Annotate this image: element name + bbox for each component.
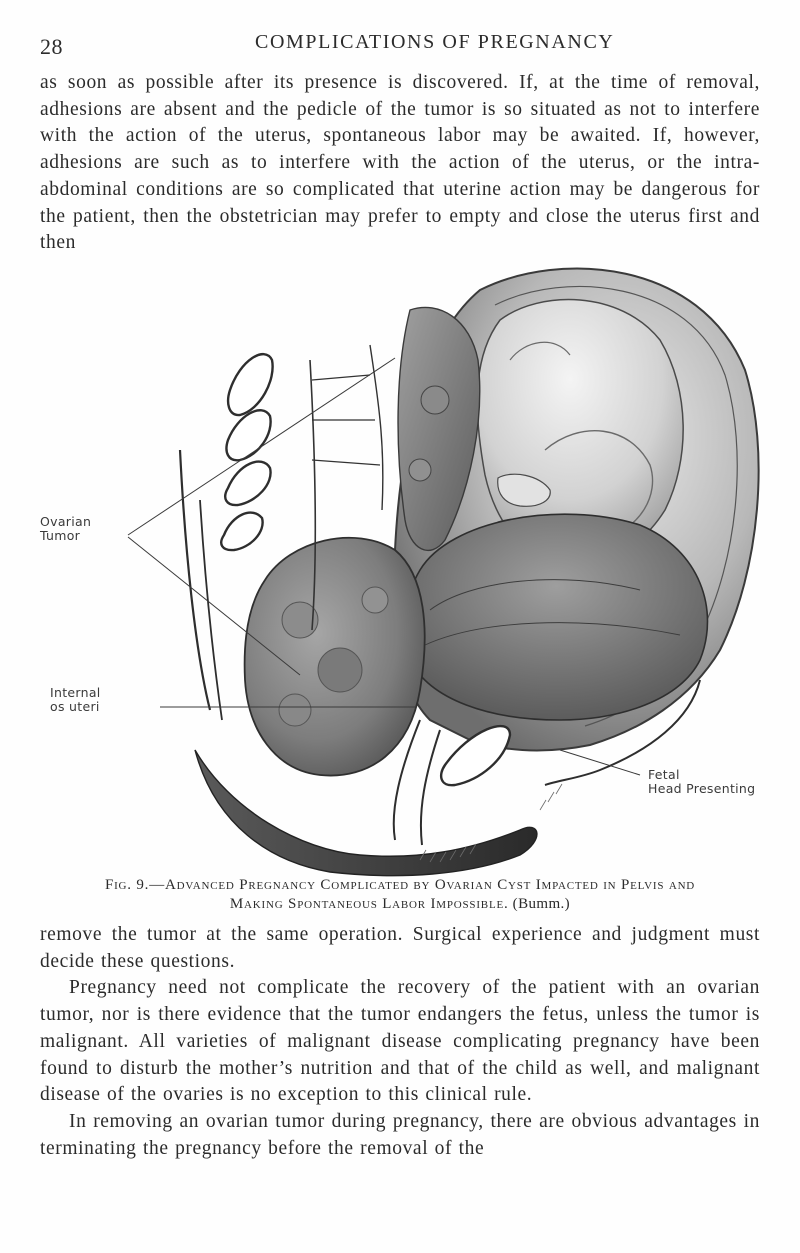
paragraph-removal: In removing an ovarian tumor during preg… [40,1110,760,1159]
running-head: COMPLICATIONS OF PREGNANCY [255,31,615,53]
label-ovarian-line1: Ovarian [40,514,92,529]
label-ovarian-line2: Tumor [40,528,81,543]
caption-line-1: Fig. 9.—Advanced Pregnancy Complicated b… [40,876,760,895]
label-internal-line2: os uteri [50,699,100,714]
page-number: 28 [40,34,63,59]
fetal-head [404,513,709,721]
label-internal-line1: Internal [50,685,101,700]
label-fetal-line1: Fetal [648,767,680,782]
upper-tumor-mass [397,306,481,552]
paragraph-top: as soon as possible after its presence i… [40,72,760,254]
fetal-hand [497,473,551,507]
bottom-text: remove the tumor at the same operation. … [40,922,760,1162]
label-ovarian-tumor: Ovarian Tumor [40,515,91,543]
label-fetal-line2: Head Presenting [648,781,756,796]
caption-source: (Bumm.) [508,896,571,912]
figure-illustration: Ovarian Tumor Internal os uteri Fetal He… [0,250,800,890]
caption-title-1: —Advanced Pregnancy Complicated by Ovari… [149,877,696,893]
paragraph-recovery: Pregnancy need not complicate the recove… [40,977,760,1106]
figure-caption: Fig. 9.—Advanced Pregnancy Complicated b… [40,876,760,914]
leader-ovarian-upper [127,357,396,536]
paragraph-continuation: remove the tumor at the same operation. … [40,924,760,972]
caption-title-2: Making Spontaneous Labor Impossible. [229,896,509,912]
label-fetal-head: Fetal Head Presenting [648,768,755,796]
perineum [194,749,538,877]
leader-fetal-head [559,749,641,776]
leader-ovarian-lower [127,536,301,676]
caption-line-2: Making Spontaneous Labor Impossible. (Bu… [40,895,760,914]
anatomical-illustration [127,267,760,877]
pubic-bone [439,724,512,787]
label-internal-os: Internal os uteri [50,686,101,714]
caption-prefix: Fig. 9. [104,877,150,893]
vertebrae [220,353,274,552]
